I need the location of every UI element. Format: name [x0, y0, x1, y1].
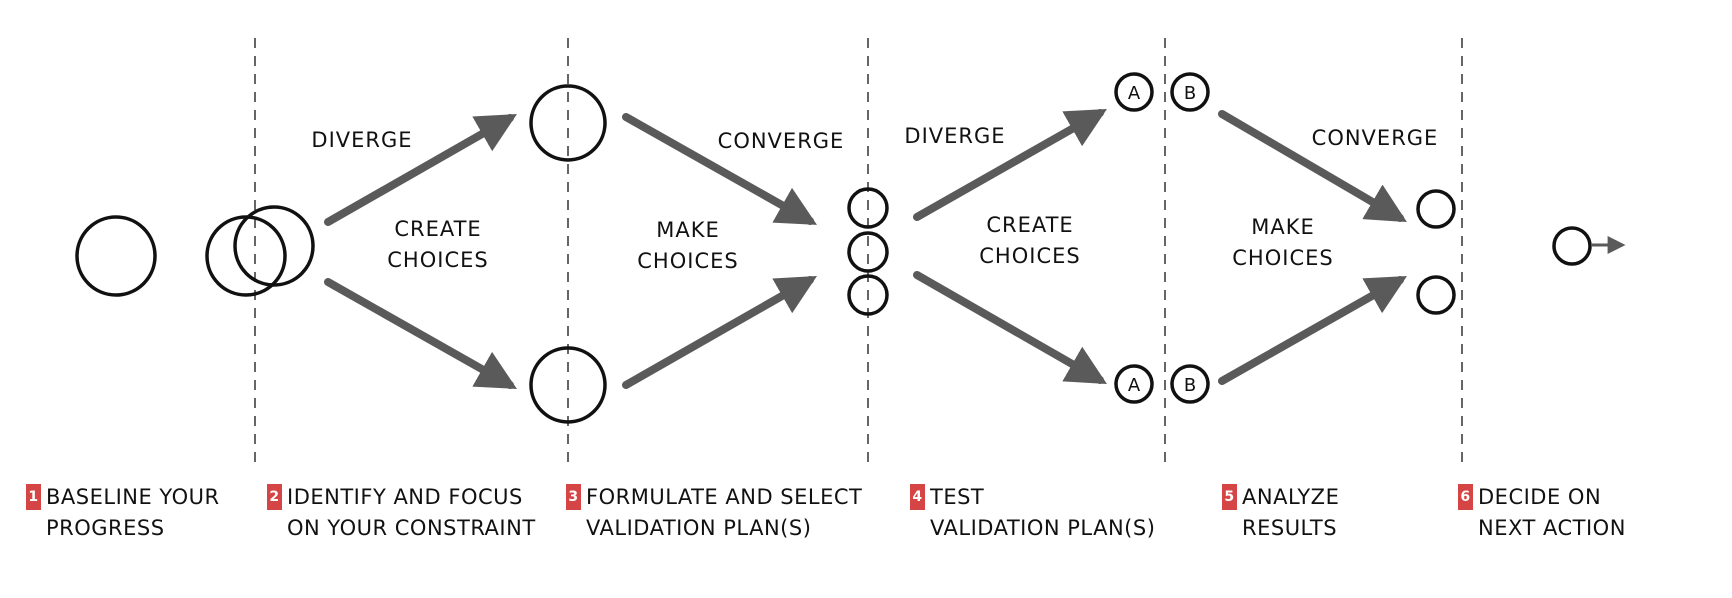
plan-circle-3 [847, 274, 889, 316]
step-3-line2: VALIDATION PLAN(S) [586, 516, 812, 540]
create-choices-1-line1: CREATE [394, 217, 481, 241]
make-choices-2-line2: CHOICES [1232, 246, 1333, 270]
option-b-top-letter: B [1184, 83, 1196, 104]
arrows [324, 109, 1407, 389]
diverge-label-1: DIVERGE [311, 128, 412, 152]
option-a-top-letter: A [1128, 83, 1141, 104]
option-a-bottom-circle [1114, 364, 1154, 404]
plan-circle-1 [847, 187, 889, 229]
step-4-line2: VALIDATION PLAN(S) [930, 516, 1156, 540]
step-2-badge: 2 [267, 484, 282, 510]
option-a-bottom-letter: A [1128, 375, 1141, 396]
arrow-diverge-1-down [324, 278, 517, 389]
step-5-badge: 5 [1222, 484, 1237, 510]
arrow-diverge-1-up [324, 114, 517, 226]
arrow-converge-1-up [622, 276, 817, 389]
arrow-converge-2-down [1218, 110, 1407, 223]
choice-circle-top [529, 84, 607, 162]
step-1-text: 1 BASELINE YOUR PROGRESS [26, 482, 246, 544]
create-choices-2-line1: CREATE [986, 213, 1073, 237]
step-6-text: 6 DECIDE ON NEXT ACTION [1458, 482, 1678, 544]
step-5-line2: RESULTS [1242, 516, 1338, 540]
make-choices-2-line1: MAKE [1251, 215, 1315, 239]
step-5-line1: ANALYZE [1242, 485, 1340, 509]
next-action-circle [1552, 226, 1592, 266]
step-3-line1: FORMULATE AND SELECT [586, 485, 863, 509]
option-b-bottom-circle [1170, 364, 1210, 404]
step-1-line1: BASELINE YOUR [46, 485, 220, 509]
make-choices-1-line1: MAKE [656, 218, 720, 242]
arrow-diverge-2-up [913, 109, 1107, 221]
step-6-line1: DECIDE ON [1478, 485, 1602, 509]
step-2-line1: IDENTIFY AND FOCUS [287, 485, 523, 509]
step-4-badge: 4 [910, 484, 925, 510]
arrow-converge-1-down [622, 113, 817, 225]
step-3-text: 3 FORMULATE AND SELECT VALIDATION PLAN(S… [566, 482, 886, 544]
circles [75, 72, 1592, 424]
option-b-bottom-letter: B [1184, 375, 1196, 396]
option-b-top-circle [1170, 72, 1210, 112]
step-2-text: 2 IDENTIFY AND FOCUS ON YOUR CONSTRAINT [267, 482, 557, 544]
make-choices-1-line2: CHOICES [637, 249, 738, 273]
step-4-line1: TEST [930, 485, 985, 509]
arrow-converge-2-up [1218, 276, 1407, 385]
converge-label-1: CONVERGE [718, 129, 845, 153]
baseline-circle [75, 215, 157, 297]
result-circle-top [1416, 189, 1456, 229]
plan-circle-2 [847, 231, 889, 273]
phase-labels: DIVERGE CONVERGE DIVERGE CONVERGE CREATE… [311, 124, 1439, 273]
diverge-label-2: DIVERGE [904, 124, 1005, 148]
create-choices-1-line2: CHOICES [387, 248, 488, 272]
step-5-text: 5 ANALYZE RESULTS [1222, 482, 1422, 544]
option-letters: A B A B [1128, 83, 1196, 396]
step-1-badge: 1 [26, 484, 41, 510]
step-1-line2: PROGRESS [46, 516, 165, 540]
option-a-top-circle [1114, 72, 1154, 112]
step-2-line2: ON YOUR CONSTRAINT [287, 516, 536, 540]
create-choices-2-line2: CHOICES [979, 244, 1080, 268]
result-circle-bottom [1416, 275, 1456, 315]
step-6-line2: NEXT ACTION [1478, 516, 1626, 540]
step-3-badge: 3 [566, 484, 581, 510]
choice-circle-bottom [529, 346, 607, 424]
constraint-circle-right [233, 205, 315, 287]
converge-label-2: CONVERGE [1312, 126, 1439, 150]
step-6-badge: 6 [1458, 484, 1473, 510]
step-4-text: 4 TEST VALIDATION PLAN(S) [910, 482, 1170, 544]
arrow-diverge-2-down [913, 271, 1107, 384]
